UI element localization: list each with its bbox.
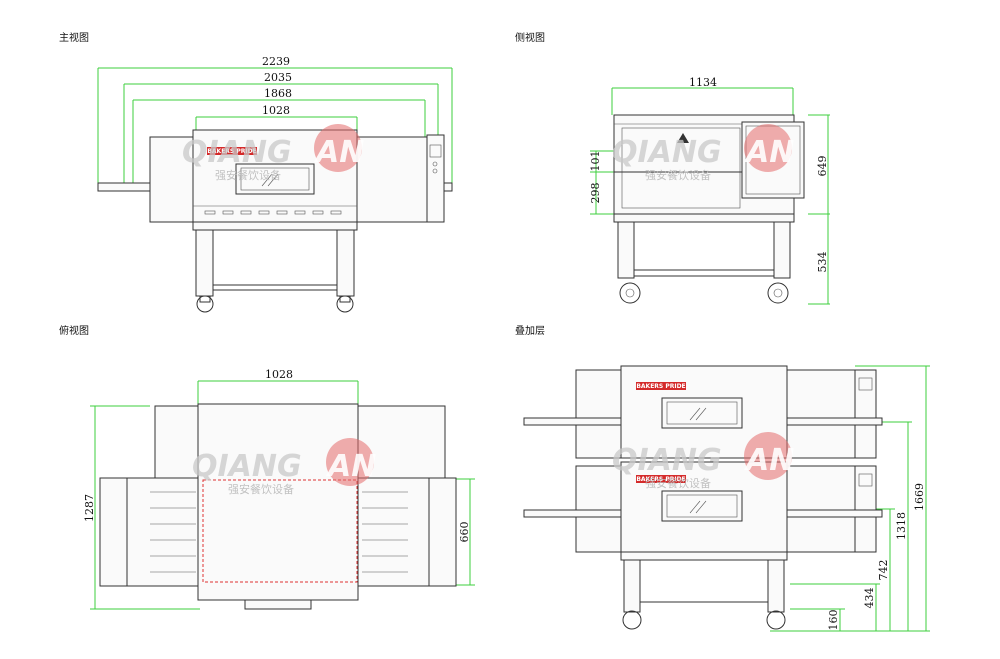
- front-left-housing: [149, 136, 194, 223]
- side-stand-top: [613, 213, 795, 223]
- stack-dim-wheel: 160: [827, 610, 840, 631]
- svg-text:QIANG: QIANG: [612, 135, 722, 170]
- side-left-wheel: [619, 282, 641, 304]
- stack-lower-brand-label: BAKERS PRIDE: [636, 476, 685, 483]
- stack-right-leg: [767, 559, 785, 613]
- front-dimensions: 2239 2035 1868 1028: [97, 55, 453, 185]
- front-right-wheel: [336, 295, 354, 313]
- front-dim-1868: 1868: [264, 87, 292, 100]
- top-left-conveyor: [126, 477, 199, 587]
- svg-text:强安餐饮设备: 强安餐饮设备: [645, 168, 711, 182]
- front-view-title: 主视图: [59, 33, 89, 44]
- stack-lower-logo: [636, 475, 686, 483]
- front-dim-overall: 2239: [262, 55, 290, 68]
- front-left-wheel: [196, 295, 214, 313]
- top-baking-chamber: [202, 479, 358, 583]
- svg-text:强安餐饮设备: 强安餐饮设备: [645, 476, 711, 490]
- svg-text:AN: AN: [314, 135, 364, 170]
- stack-dim-lower: 742: [877, 560, 890, 581]
- top-right-conveyor: [357, 477, 430, 587]
- stack-dim-total: 1669: [913, 483, 926, 511]
- svg-text:强安餐饮设备: 强安餐饮设备: [215, 168, 281, 182]
- svg-text:QIANG: QIANG: [192, 449, 302, 484]
- front-dim-2035: 2035: [264, 71, 292, 84]
- svg-text:QIANG: QIANG: [612, 443, 722, 478]
- svg-text:AN: AN: [744, 135, 794, 170]
- stack-left-wheel: [622, 610, 642, 630]
- front-dim-1028: 1028: [262, 104, 290, 117]
- front-brand-label: BAKERS PRIDE: [207, 148, 256, 155]
- svg-text:AN: AN: [744, 443, 794, 478]
- side-left-leg: [617, 221, 635, 279]
- stack-dimensions: 1669 1318 742 434 160: [770, 365, 930, 632]
- side-dim-534: 534: [816, 252, 829, 273]
- top-view-title: 俯视图: [59, 326, 89, 337]
- stack-view: 1669 1318 742 434 160 BAKERS PRIDE BAKER…: [523, 365, 930, 632]
- svg-text:强安餐饮设备: 强安餐饮设备: [228, 482, 294, 496]
- front-control-panel: [426, 134, 445, 223]
- side-warning-icon: [677, 133, 689, 143]
- side-view: 1134 101 298 649 534: [589, 76, 830, 305]
- stack-view-title: 叠加层: [515, 326, 545, 337]
- side-dim-298: 298: [589, 183, 602, 204]
- side-dimensions: 1134 101 298 649 534: [589, 76, 830, 305]
- side-right-leg: [773, 221, 791, 279]
- front-brand-logo: [207, 147, 257, 155]
- front-window: [235, 163, 315, 195]
- stack-upper-brand-label: BAKERS PRIDE: [636, 383, 685, 390]
- front-right-housing: [356, 136, 428, 223]
- side-view-title: 侧视图: [515, 33, 545, 44]
- stack-upper-logo: [636, 382, 686, 390]
- front-stand-top: [192, 221, 358, 231]
- top-dimensions: 1028 1287 660: [83, 368, 475, 610]
- top-dim-width: 1028: [265, 368, 293, 381]
- stack-lower-left-housing: [575, 465, 622, 553]
- stack-left-leg: [623, 559, 641, 613]
- stack-lower-right-housing: [786, 465, 856, 553]
- stack-upper-right-housing: [786, 369, 856, 459]
- top-dim-depth: 1287: [83, 494, 96, 522]
- stack-dim-base: 434: [863, 588, 876, 609]
- stack-stand-top: [620, 551, 788, 561]
- svg-text:QIANG: QIANG: [182, 135, 292, 170]
- top-dim-inner: 660: [458, 522, 471, 543]
- watermarks: QIANG AN 强安餐饮设备 QIANG AN 强安餐饮设备 QIANG AN…: [182, 124, 794, 496]
- side-right-wheel: [767, 282, 789, 304]
- top-conveyor-slats: [150, 491, 408, 573]
- front-view: 2239 2035 1868 1028 BAKERS PRIDE: [97, 55, 453, 313]
- top-oven-body: [197, 403, 359, 601]
- front-left-leg: [195, 229, 214, 297]
- stack-dim-upper: 1318: [895, 512, 908, 540]
- watermark-front: QIANG AN 强安餐饮设备: [182, 124, 364, 182]
- side-dim-101: 101: [589, 151, 602, 172]
- svg-text:AN: AN: [326, 449, 376, 484]
- stack-right-wheel: [766, 610, 786, 630]
- watermark-stack: QIANG AN 强安餐饮设备: [612, 432, 794, 490]
- watermark-top: QIANG AN 强安餐饮设备: [192, 438, 376, 496]
- front-vents: [204, 210, 342, 215]
- top-view: 1028 1287 660: [83, 368, 475, 610]
- watermark-side: QIANG AN 强安餐饮设备: [612, 124, 794, 182]
- side-dim-width: 1134: [689, 76, 717, 89]
- front-right-leg: [336, 229, 355, 297]
- side-dim-649: 649: [816, 156, 829, 177]
